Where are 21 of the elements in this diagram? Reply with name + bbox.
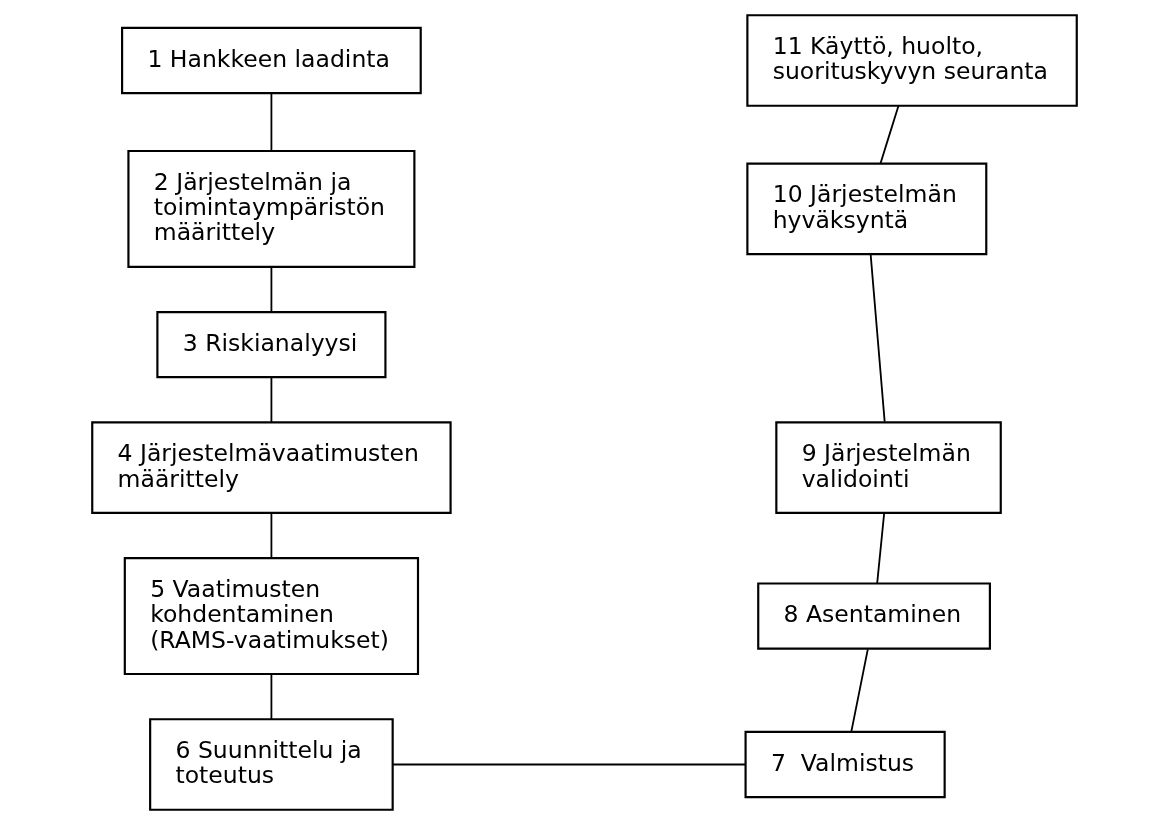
node-box: 7 Valmistus — [744, 730, 946, 799]
connector — [270, 512, 272, 559]
node-box: 2 Järjestelmän ja toimintaympäristön määrittely — [126, 149, 415, 268]
node-box: 10 Järjestelmän hyväksyntä — [745, 162, 987, 256]
node-box: 8 Asentaminen — [756, 582, 991, 650]
connector — [270, 92, 272, 152]
connector — [875, 512, 885, 585]
connector — [391, 763, 746, 766]
connector — [869, 253, 886, 423]
node-box: 3 Riskianalyysi — [155, 310, 386, 379]
connector — [270, 673, 272, 721]
node-box: 6 Suunnittelu ja toteutus — [148, 718, 394, 811]
node-box: 11 Käyttö, huolto, suorituskyvyn seuranta — [745, 14, 1078, 107]
node-box: 4 Järjestelmävaatimusten määrittely — [90, 421, 452, 515]
node-box: 9 Järjestelmän validointi — [774, 421, 1002, 515]
connector — [270, 376, 272, 424]
node-box: 1 Hankkeen laadinta — [120, 26, 422, 95]
node-box: 5 Vaatimusten kohdentaminen (RAMS-vaatimukset) — [123, 557, 419, 676]
connector — [270, 266, 272, 313]
connector — [849, 648, 869, 733]
connector — [879, 104, 899, 165]
